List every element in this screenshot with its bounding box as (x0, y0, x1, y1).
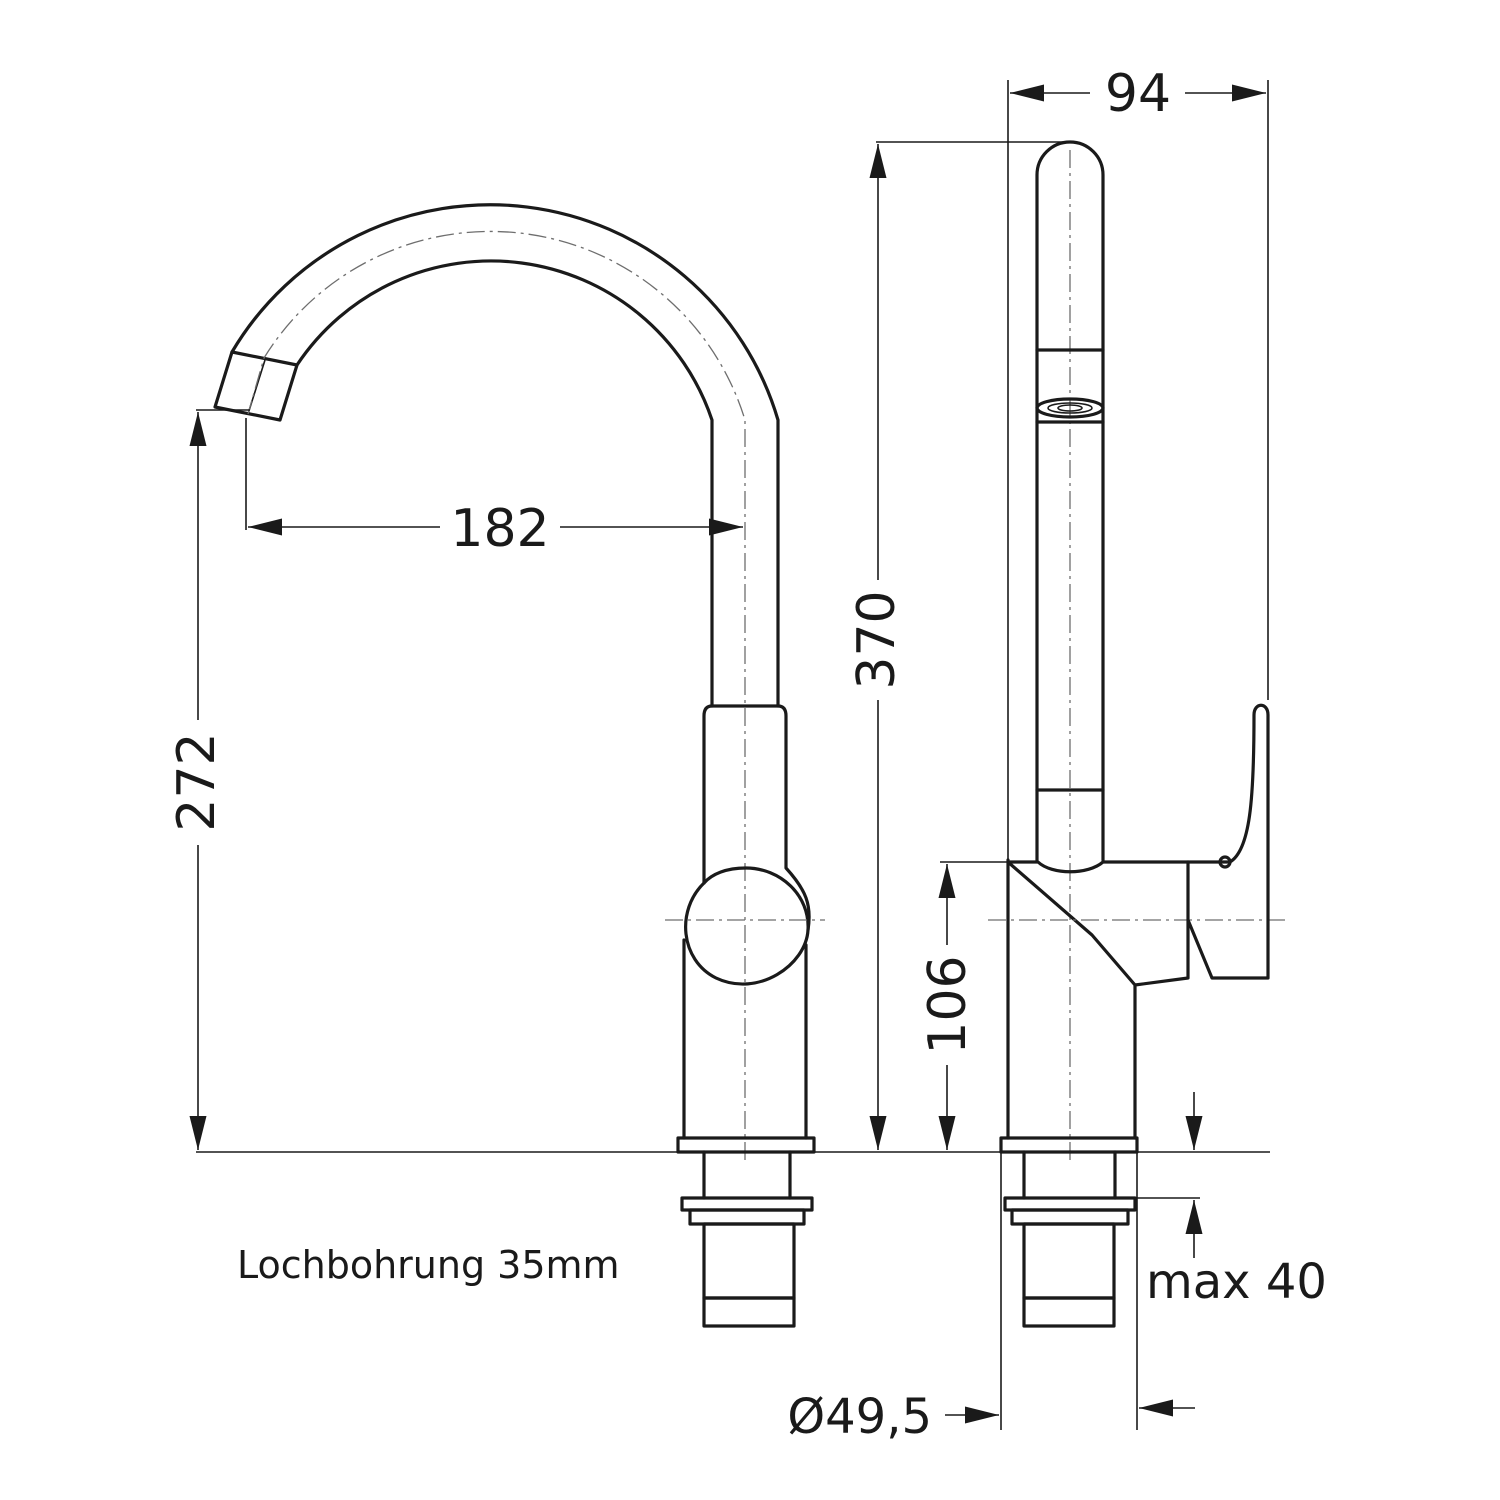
lever-knob (684, 866, 810, 986)
dim-spout-reach: 182 (450, 499, 549, 559)
spout-tip (213, 350, 299, 422)
dim-depth: 94 (1105, 64, 1171, 124)
dim-spout-height: 272 (167, 732, 227, 831)
dim-total-height: 370 (847, 590, 907, 689)
side-body (1006, 858, 1190, 1140)
upper-body (702, 704, 811, 932)
hole-size-note: Lochbohrung 35mm (237, 1243, 620, 1287)
dim-lever-height: 106 (918, 955, 978, 1054)
dimension-lines (189, 80, 1270, 1430)
lever-handle (1186, 703, 1270, 980)
side-view (988, 140, 1285, 1328)
aerator (1035, 348, 1105, 792)
lower-body (682, 938, 808, 1140)
dim-base-diameter: Ø49,5 (787, 1389, 932, 1445)
dim-max-thickness: max 40 (1146, 1254, 1327, 1310)
spout-outline (230, 203, 780, 708)
side-base-ring (999, 1136, 1139, 1154)
shank (702, 1150, 792, 1200)
base-ring (676, 1136, 816, 1154)
front-view (213, 203, 825, 1328)
spout-centerline (247, 230, 746, 1160)
